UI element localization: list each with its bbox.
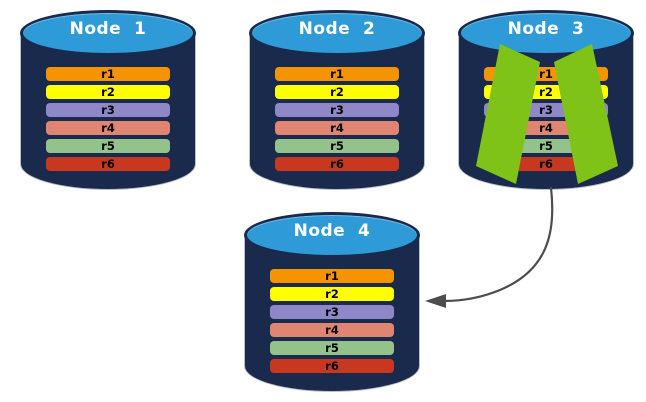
row-r5: r5 — [275, 139, 399, 153]
row-r1: r1 — [275, 67, 399, 81]
node-1[interactable]: Node 1 r1 r2 r3 r4 r5 r6 — [20, 10, 196, 190]
node-3[interactable]: Node 3 r1 r2 r3 r4 r5 r6 — [458, 10, 634, 190]
row-r6: r6 — [46, 157, 170, 171]
row-r3: r3 — [46, 103, 170, 117]
row-r4: r4 — [46, 121, 170, 135]
node-2-rows: r1 r2 r3 r4 r5 r6 — [275, 67, 399, 171]
row-r5: r5 — [270, 341, 394, 355]
node-3-label: Node 3 — [507, 19, 585, 39]
node-4-cylinder-top — [244, 212, 420, 258]
node-1-label: Node 1 — [69, 19, 147, 39]
node-2-cylinder-top — [249, 10, 425, 56]
node-1-cylinder-top — [20, 10, 196, 56]
row-r4: r4 — [270, 323, 394, 337]
node-4[interactable]: Node 4 r1 r2 r3 r4 r5 r6 — [244, 212, 420, 392]
row-r3: r3 — [275, 103, 399, 117]
node-3-rows: r1 r2 r3 r4 r5 r6 — [484, 67, 608, 171]
row-r6: r6 — [270, 359, 394, 373]
row-r6: r6 — [484, 157, 608, 171]
row-r2: r2 — [270, 287, 394, 301]
row-r1: r1 — [46, 67, 170, 81]
row-r2: r2 — [484, 85, 608, 99]
row-r5: r5 — [484, 139, 608, 153]
row-r2: r2 — [275, 85, 399, 99]
row-r5: r5 — [46, 139, 170, 153]
row-r3: r3 — [484, 103, 608, 117]
row-r4: r4 — [275, 121, 399, 135]
row-r1: r1 — [270, 269, 394, 283]
node-2[interactable]: Node 2 r1 r2 r3 r4 r5 r6 — [249, 10, 425, 190]
node-1-rows: r1 r2 r3 r4 r5 r6 — [46, 67, 170, 171]
node-4-rows: r1 r2 r3 r4 r5 r6 — [270, 269, 394, 373]
node-2-label: Node 2 — [298, 19, 376, 39]
row-r2: r2 — [46, 85, 170, 99]
node-4-label: Node 4 — [293, 221, 371, 241]
row-r4: r4 — [484, 121, 608, 135]
row-r6: r6 — [275, 157, 399, 171]
row-r1: r1 — [484, 67, 608, 81]
row-r3: r3 — [270, 305, 394, 319]
